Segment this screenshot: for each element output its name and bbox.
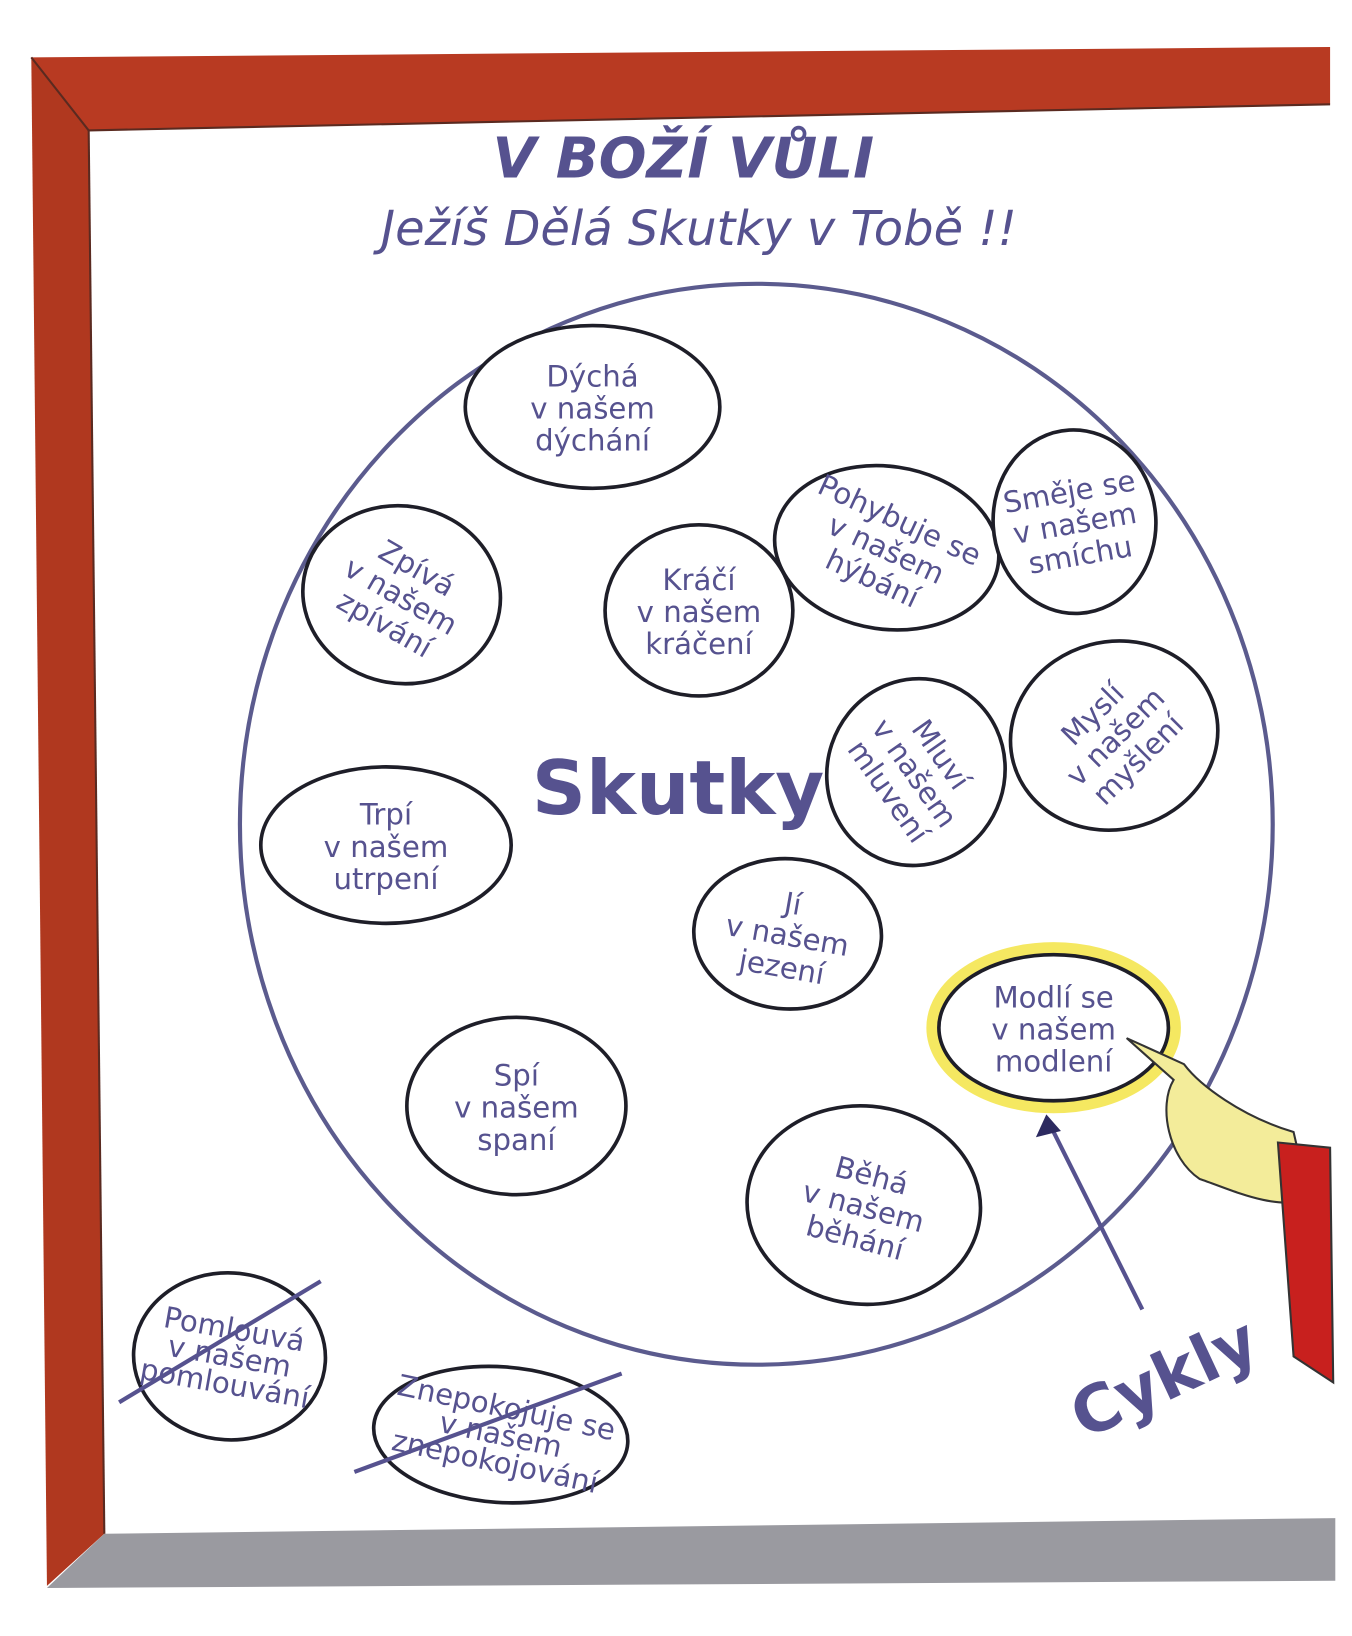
bubble-outline: [745, 1103, 983, 1307]
bubble-line: kráčení: [645, 627, 753, 661]
bubble-text: Směje sev našemsmíchu: [1001, 463, 1150, 583]
frame-top: [31, 46, 1331, 131]
pointing-hand-icon: [1125, 1037, 1335, 1385]
crossed-out-bubble: Znepokojuje sev našemznepokojování: [353, 1364, 630, 1505]
deeds-circle: [237, 281, 1275, 1367]
center-label: Skutky: [532, 744, 824, 832]
board-frame: [30, 46, 1336, 1589]
bubble-outline: [405, 1015, 628, 1197]
deed-bubble: Směje sev našemsmíchu: [991, 428, 1158, 616]
bubble-line: v našem: [324, 830, 449, 864]
bubble-line: Modlí se: [993, 980, 1113, 1014]
bubble-outline: [937, 952, 1171, 1103]
crossed-out-bubble: Pomlouváv našempomlouvání: [118, 1271, 328, 1442]
bubble-line: utrpení: [333, 862, 439, 896]
strike-through-line: [353, 1371, 623, 1474]
bubble-line: Dýchá: [546, 359, 638, 393]
bubble-line: Trpí: [359, 798, 413, 832]
arrow-icon: [1035, 1114, 1145, 1311]
deed-bubble: Jív našemjezení: [691, 856, 884, 1011]
bubble-line: Kráčí: [662, 563, 736, 597]
deed-bubble: Myslív našemmyšlení: [1008, 639, 1220, 833]
bubble-outline: [772, 463, 1001, 632]
subtitle: Ježíš Dělá Skutky v Tobě !!: [373, 201, 1017, 257]
deed-bubble: Mluvív našemmluvení: [824, 676, 1007, 868]
cycles-label: Cykly: [1059, 1303, 1269, 1454]
bubble-line: Spí: [494, 1059, 540, 1093]
frame-left: [31, 57, 105, 1586]
bubble-line: v našem: [454, 1091, 579, 1125]
bubble-outline: [258, 765, 513, 926]
strike-through-line: [118, 1279, 322, 1405]
deed-bubble: Zpíváv našemzpívání: [301, 503, 503, 686]
bubble-outline: [131, 1271, 328, 1442]
deed-bubble: Pohybuje sev našemhýbání: [772, 463, 1001, 632]
bubble-line: v našem: [530, 392, 655, 426]
bubble-outline: [463, 323, 722, 491]
bubble-line: dýchání: [535, 424, 651, 458]
bubble-outline: [371, 1364, 630, 1505]
bubble-outline: [301, 503, 503, 686]
sleeve: [1276, 1141, 1335, 1385]
shelf-bottom: [46, 1518, 1336, 1589]
bubble-line: spaní: [477, 1123, 556, 1157]
bubble-line: modlení: [995, 1045, 1113, 1079]
bubble-line: v našem: [637, 595, 762, 629]
bubble-outline: [603, 522, 795, 698]
bubble-outline: [824, 676, 1007, 868]
title: V BOŽÍ VŮLI: [493, 123, 875, 191]
bubble-outline: [691, 856, 884, 1011]
bubble-line: v našem: [991, 1012, 1116, 1046]
highlight-glow: [926, 942, 1181, 1114]
bubble-text: Jív našemjezení: [717, 876, 857, 994]
bubble-outline: [991, 428, 1158, 616]
bubble-outline: [1008, 639, 1220, 833]
deed-bubble: Běháv našemběhání: [745, 1103, 983, 1307]
